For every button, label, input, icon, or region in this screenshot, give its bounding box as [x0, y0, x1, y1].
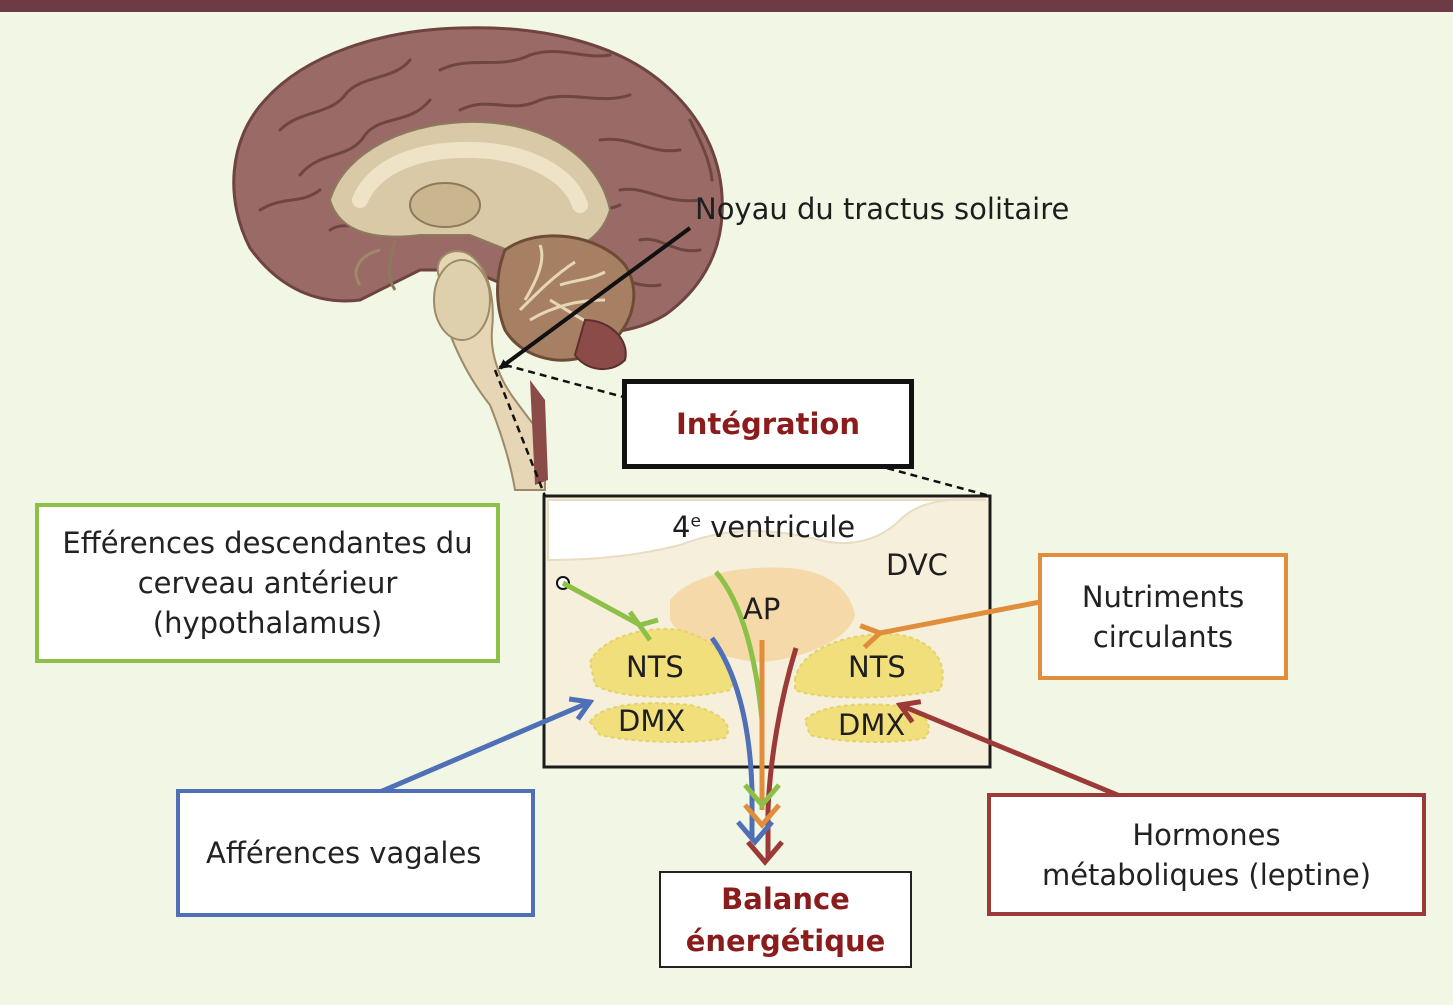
- ventricle-text: ventricule: [700, 510, 856, 544]
- nts-right-region: [794, 633, 944, 699]
- afferences-line-1: Afférences vagales: [206, 836, 482, 870]
- nts-left-region: [588, 628, 734, 698]
- header-bar: [0, 0, 1453, 12]
- balance-line-2: énergétique: [685, 923, 886, 958]
- hormones-line-1: Hormones: [1132, 817, 1281, 852]
- integration-box: Intégration: [622, 379, 914, 469]
- nts-pointer-arrow: [498, 226, 692, 370]
- dmx-right-label: DMX: [838, 708, 906, 742]
- balance-line-1: Balance: [721, 881, 850, 916]
- nts-right-label: NTS: [848, 650, 906, 684]
- afferences-box: Afférences vagales: [176, 789, 535, 917]
- area-postrema: [670, 567, 855, 662]
- integration-title: Intégration: [676, 407, 860, 441]
- nts-label: Noyau du tractus solitaire: [695, 192, 1070, 226]
- efferences-line-2: cerveau antérieur: [137, 566, 398, 600]
- blue-pathway: [379, 636, 755, 838]
- dvc-label: DVC: [886, 548, 948, 582]
- efferences-line-3: (hypothalamus): [152, 606, 383, 640]
- nutriments-line-1: Nutriments: [1081, 579, 1245, 614]
- nutriments-line-2: circulants: [1092, 619, 1234, 654]
- ventricle-label: 4e ventricule: [672, 510, 855, 544]
- ventricle-number: 4: [672, 510, 691, 544]
- output-arrowheads: [736, 783, 784, 866]
- brain-illustration: [232, 26, 724, 491]
- dmx-left-label: DMX: [618, 704, 686, 738]
- hormones-box: Hormones métaboliques (leptine): [987, 793, 1426, 916]
- efferences-line-1: Efférences descendantes du: [62, 526, 473, 560]
- zoom-line-left: [493, 369, 547, 497]
- ventricle-sup: e: [690, 511, 701, 532]
- nts-left-label: NTS: [626, 650, 684, 684]
- hormones-line-2: métaboliques (leptine): [1041, 857, 1372, 892]
- nutriments-box: Nutriments circulants: [1038, 553, 1288, 680]
- red-pathway: [765, 647, 1121, 858]
- dmx-left-region: [588, 702, 730, 743]
- orange-pathway: [759, 599, 1041, 810]
- efferences-box: Efférences descendantes du cerveau antér…: [35, 503, 500, 663]
- ap-label: AP: [743, 592, 781, 626]
- balance-box: Balance énergétique: [659, 871, 912, 968]
